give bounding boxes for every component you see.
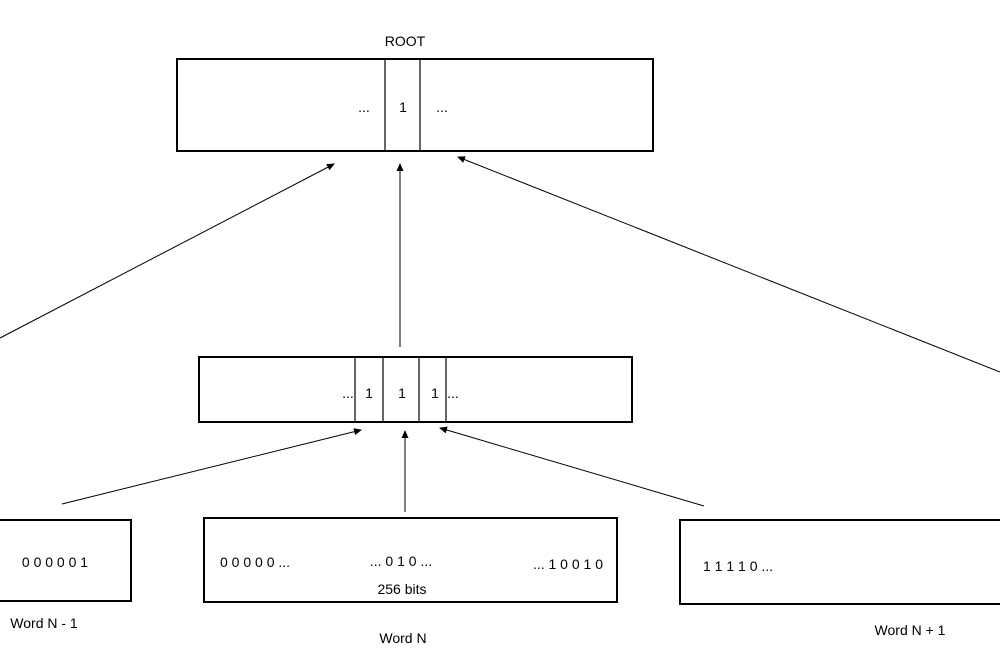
word-prev-box: 0 0 0 0 0 1 [0,519,132,602]
word-current-label: Word N [379,630,426,646]
word-prev-bits: 0 0 0 0 0 1 [22,554,88,570]
middle-cell-1: 1 [365,385,373,401]
word-current-size-label: 256 bits [377,581,426,597]
middle-left-ellipsis: ... [342,385,354,401]
middle-node: ... 1 1 1 ... [198,356,633,423]
word-current-box: 0 0 0 0 0 ... ... 0 1 0 ... ... 1 0 0 1 … [203,517,618,603]
root-cell-value: 1 [399,99,407,115]
root-right-ellipsis: ... [436,99,448,115]
word-current-bits-end: ... 1 0 0 1 0 [533,556,603,572]
word-current-bits-start: 0 0 0 0 0 ... [220,554,290,570]
word-current-bits-middle: ... 0 1 0 ... [370,553,432,569]
root-node: ... 1 ... [176,58,654,152]
root-title: ROOT [385,33,426,49]
middle-cell-2: 1 [398,385,406,401]
word-prev-label: Word N - 1 [10,615,78,631]
root-left-ellipsis: ... [358,99,370,115]
word-next-bits: 1 1 1 1 0 ... [703,558,773,574]
word-next-box: 1 1 1 1 0 ... [679,519,1000,605]
arrow-word-prev-to-middle [61,428,362,505]
middle-cell-3: 1 [431,385,439,401]
word-next-label: Word N + 1 [875,622,946,638]
arrow-offscreen-left-to-root [0,163,335,339]
arrow-word-next-to-middle [439,426,705,507]
middle-right-ellipsis: ... [447,385,459,401]
arrow-offscreen-right-to-root [457,156,1000,373]
